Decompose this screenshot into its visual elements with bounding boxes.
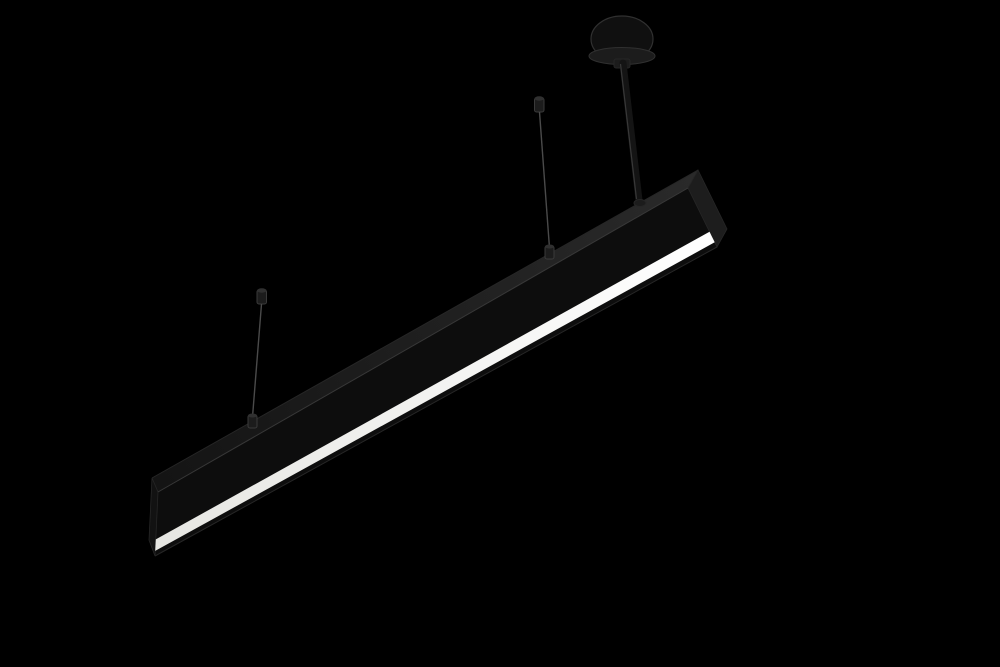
cable-wire bbox=[538, 111, 551, 249]
edge-top-rear bbox=[151, 169, 699, 479]
edge-top-front bbox=[157, 187, 689, 493]
rod-edge-highlight-line bbox=[619, 63, 638, 200]
cable-wire bbox=[251, 303, 263, 418]
cable-top-fitting-cap bbox=[534, 96, 544, 101]
ceiling-canopy bbox=[588, 15, 656, 69]
edge-bottom bbox=[154, 246, 718, 557]
attachment-fittings bbox=[247, 199, 647, 429]
cable-gripper-middle-cap bbox=[545, 244, 554, 249]
fixture-top-face bbox=[152, 170, 698, 492]
suspension-rod bbox=[619, 59, 643, 204]
rod-stem bbox=[619, 59, 643, 204]
cable-top-fitting-cap bbox=[257, 288, 267, 293]
rod-mount bbox=[633, 199, 647, 207]
suspension-cable-left bbox=[251, 288, 267, 418]
cable-gripper-left-cap bbox=[248, 413, 257, 418]
fixture-body bbox=[148, 169, 728, 557]
suspension-cable-middle bbox=[534, 96, 551, 249]
diffuser-strip bbox=[155, 231, 715, 551]
